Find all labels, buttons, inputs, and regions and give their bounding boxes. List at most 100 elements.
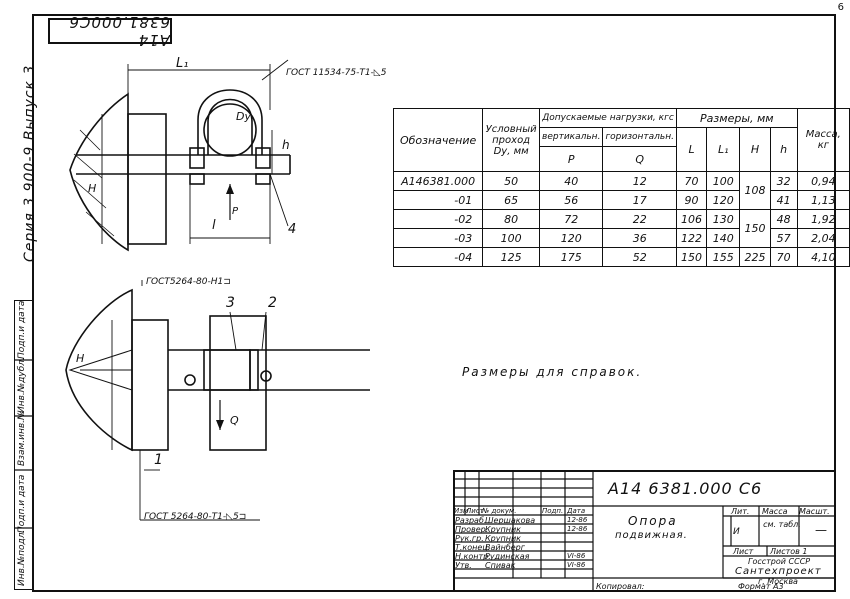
th-horizontal: горизонтальн.: [602, 127, 677, 147]
gost-label-bottom: ГОСТ 5264-80-Т1-◺5⊐: [144, 512, 247, 522]
list-label: Лист: [733, 547, 754, 556]
cell-H-merged-2: 150: [739, 209, 771, 248]
lit-value: И: [733, 527, 740, 537]
role-4-name: Вайнберг: [485, 543, 525, 552]
th-L1: L₁: [706, 127, 741, 172]
cell-q: 12: [602, 171, 677, 191]
cell-dy: 50: [482, 171, 541, 191]
massa-header: Масса: [762, 507, 788, 516]
table-row: -02 80 72 22 106 130 150 48 1,92: [392, 209, 850, 248]
left-strip: Инв.№подл. Подп.и дата Взам.инв.№ Инв.№д…: [14, 300, 32, 590]
wall-section-top: [69, 92, 129, 252]
col-date: Дата: [567, 507, 586, 515]
pipe-section: [209, 315, 267, 451]
role-2: Провер.: [455, 525, 489, 534]
cell-q: 22: [602, 209, 677, 229]
cell-h: 57: [769, 228, 798, 248]
cell-q: 17: [602, 190, 677, 210]
load-q: Q: [230, 414, 239, 427]
table-row: -01 65 56 17 90 120 41 1,13: [392, 190, 850, 210]
cell-mass: 0,94: [796, 171, 850, 191]
table-row: -03 100 120 36 122 140 57 2,04: [392, 228, 850, 248]
cell-H: 225: [739, 247, 771, 267]
cell-L1: 130: [706, 209, 741, 229]
cell-h: 32: [769, 171, 798, 191]
cell-h: 70: [769, 247, 798, 267]
gost-label-mid: ГОСТ5264-80-Н1⊐: [146, 277, 231, 287]
th-mass: Масса, кг: [796, 108, 850, 172]
role-1-date: 12-86: [567, 516, 588, 524]
document-number: A14 6381.000 С6: [608, 479, 763, 498]
masshtab-value: —: [815, 523, 827, 537]
table-row: A146381.000 50 40 12 70 100 108 32 0,94: [392, 171, 850, 210]
col-izm: Изм: [454, 507, 469, 515]
cell-mass: 4,10: [796, 247, 850, 267]
dim-H-top: H: [88, 182, 97, 195]
role-1: Разраб.: [455, 516, 487, 525]
arrow-q: [216, 420, 224, 430]
cell-designation: A146381.000: [392, 171, 484, 191]
role-6: Утв.: [455, 561, 472, 570]
role-5: Н.контр.: [455, 552, 491, 561]
col-sign: Подп.: [542, 507, 564, 515]
dim-l1: L₁: [176, 56, 189, 71]
cell-p: 40: [539, 171, 604, 191]
org-line2: Сантехпроект: [735, 566, 822, 577]
th-nominal: Условный проход Dу, мм: [482, 108, 541, 172]
callout-4: 4: [288, 222, 297, 237]
cell-L1: 155: [706, 247, 741, 267]
base-plate-top: [127, 113, 167, 245]
cell-L1: 140: [706, 228, 741, 248]
role-1-name: Шершакова: [485, 516, 536, 525]
cell-L1: 100: [706, 171, 741, 191]
pipe-circle: [203, 103, 257, 157]
org-line3: г. Москва: [758, 577, 798, 586]
listov-label: Листов 1: [770, 547, 808, 556]
cell-H-merged-1: 108: [739, 171, 771, 210]
cell-designation: -03: [392, 228, 484, 248]
th-h: h: [769, 127, 798, 172]
dim-h-small: h: [282, 138, 290, 152]
cell-L: 90: [675, 190, 708, 210]
cell-p: 120: [539, 228, 604, 248]
th-L: L: [675, 127, 708, 172]
cell-designation: -02: [392, 209, 484, 229]
cell-designation: -04: [392, 247, 484, 267]
role-2-date: 12-86: [567, 525, 588, 533]
table-row: -04 125 175 52 150 155 225 70 4,10: [392, 247, 850, 267]
cell-L: 122: [675, 228, 708, 248]
dim-H-bottom: H: [76, 352, 85, 365]
copied-label: Копировал:: [596, 582, 645, 591]
sheet-number: 6: [837, 2, 844, 13]
left-strip-dividers: [14, 359, 32, 529]
title-block-grid: [453, 470, 836, 592]
reference-note: Размеры для справок.: [462, 365, 643, 379]
cell-p: 175: [539, 247, 604, 267]
callout-2: 2: [268, 295, 277, 311]
load-p: P: [232, 206, 239, 217]
cell-dy: 100: [482, 228, 541, 248]
callout-1: 1: [154, 452, 163, 468]
col-doc: № докум.: [482, 507, 517, 515]
role-6-name: Спивак: [485, 561, 516, 570]
org-line1: Госстрой СССР: [748, 557, 811, 566]
th-Q: Q: [602, 146, 677, 172]
th-loads: Допускаемые нагрузки, кгс: [539, 108, 677, 128]
role-6-date: VI-86: [567, 561, 586, 569]
role-5-name: Рудинская: [485, 552, 530, 561]
th-P: P: [539, 146, 604, 172]
col-list: Лист: [466, 507, 484, 515]
title-block: [453, 470, 836, 592]
cell-h: 41: [769, 190, 798, 210]
cell-L: 106: [675, 209, 708, 229]
cell-q: 52: [602, 247, 677, 267]
item-name-line1: Опора: [628, 514, 678, 528]
gost-label-top: ГОСТ 11534-75-Т1-◺5: [286, 68, 387, 78]
role-3: Рук.гр.: [455, 534, 484, 543]
cell-p: 72: [539, 209, 604, 229]
u-bolt: [197, 89, 263, 155]
cell-mass: 1,13: [796, 190, 850, 210]
item-name-line2: подвижная.: [615, 530, 688, 541]
cell-L: 70: [675, 171, 708, 191]
cell-p: 56: [539, 190, 604, 210]
